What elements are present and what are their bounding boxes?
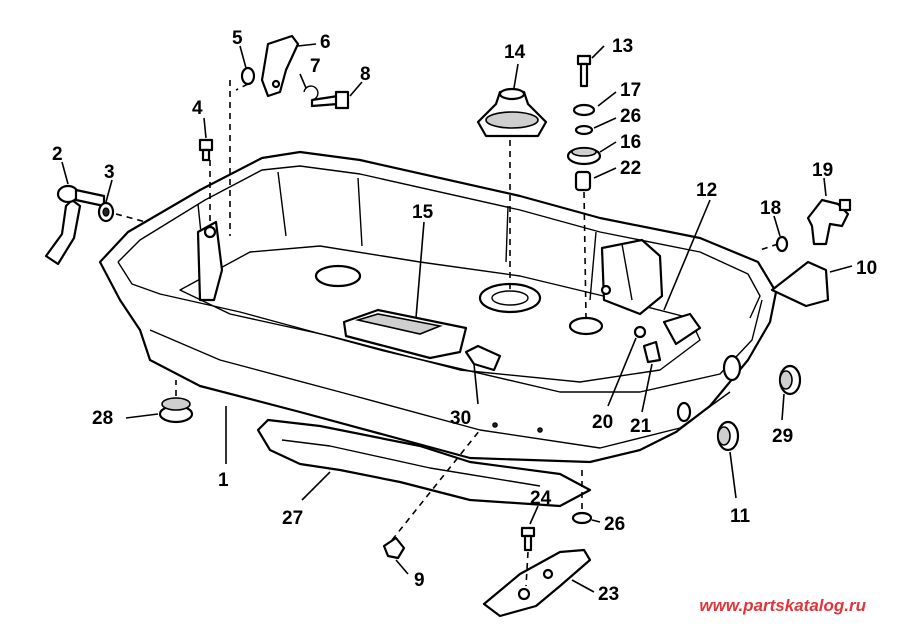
callout-17: 17 [620,80,641,101]
grommet-part [476,87,548,138]
callout-2: 2 [52,144,63,165]
callout-15: 15 [412,202,434,223]
callout-27: 27 [282,508,303,529]
latch-hole [271,79,281,89]
callout-6: 6 [320,32,331,53]
callout-19: 19 [812,160,833,181]
nut-part [633,325,647,339]
callout-8: 8 [360,64,371,85]
bumper-part [770,260,830,308]
bolt-part [642,340,662,364]
seal-strip-part [342,308,468,360]
watermark-text[interactable]: www.partskatalog.ru [699,596,866,615]
callout-5: 5 [232,28,243,49]
callout-13: 13 [612,36,633,57]
clip-ring-part [303,85,319,101]
screw-part [310,90,350,110]
plug-part [382,536,406,560]
callout-28: 28 [92,408,113,429]
callout-21: 21 [630,416,652,437]
lower-motor-cover [98,150,778,508]
callout-26-lower: 26 [604,514,625,535]
bracket-hole [517,587,531,601]
lever-part [44,184,106,266]
bolt-part [198,138,214,162]
callout-30: 30 [450,408,471,429]
callout-4: 4 [192,98,203,119]
latch-plate-part [260,34,300,98]
washer-part [240,66,256,86]
callout-24: 24 [530,488,552,509]
callout-29: 29 [772,426,793,447]
washer-part [775,235,789,253]
mount-stack-parts [566,54,602,192]
callout-9: 9 [414,570,425,591]
bolt-part [520,526,536,552]
callout-22: 22 [620,158,641,179]
bracket-hole [542,568,554,580]
callout-3: 3 [104,162,115,183]
bracket-plate-part [482,548,592,618]
callout-26-upper: 26 [620,106,641,127]
callout-11: 11 [730,506,751,527]
callout-10: 10 [856,258,877,279]
fitting-part [806,198,852,246]
callout-12: 12 [696,180,717,201]
callout-20: 20 [592,412,613,433]
callout-18: 18 [760,198,781,219]
callout-7: 7 [310,56,321,77]
callout-23: 23 [598,584,619,605]
callout-1: 1 [218,470,229,491]
washer-hole [102,207,110,217]
callout-14: 14 [504,42,526,63]
grommet-part [158,397,194,424]
leader-lines [61,43,853,593]
washer-part [571,511,593,525]
grommet-part [778,364,802,396]
grommet-part [716,420,740,452]
callout-16: 16 [620,132,641,153]
callout-labels: 1 2 3 4 5 6 7 8 9 10 11 12 13 14 15 16 1… [52,28,877,605]
